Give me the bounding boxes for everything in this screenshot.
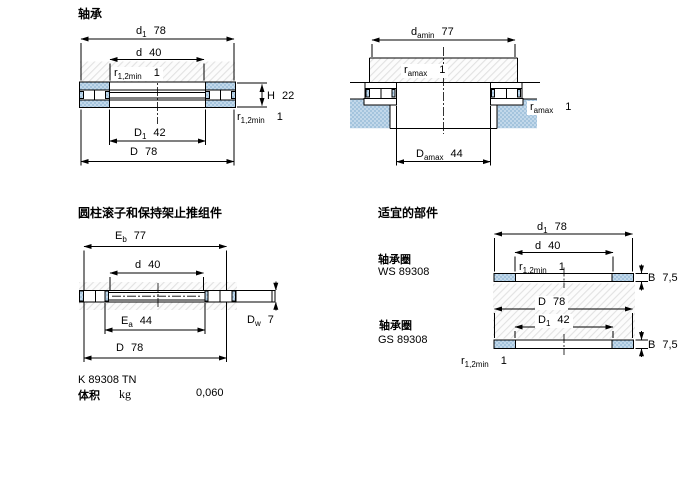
- washer-drawings: [493, 231, 648, 358]
- washer-ws-label: 轴承圈: [378, 253, 411, 266]
- roller-cage-assembly-drawing: [78, 244, 279, 362]
- washer-ws-designation: WS 89308: [378, 265, 430, 278]
- mass-value: 0,060: [196, 387, 224, 399]
- section-title-bearing: 轴承: [78, 7, 103, 21]
- housing-section-left: [350, 99, 390, 129]
- section-title-parts: 适宜的部件: [378, 205, 439, 220]
- bearing-designation: K 89308 TN: [78, 374, 137, 386]
- washer-gs-label: 轴承圈: [379, 320, 412, 332]
- section-title-assembly: 圆柱滚子和保持架止推组件: [78, 205, 223, 220]
- mass-property-label: 体积: [78, 390, 100, 402]
- roller-profile: [235, 290, 276, 303]
- washer-gs-designation: GS 89308: [378, 334, 428, 346]
- bearing-cross-section-drawing: [79, 36, 267, 166]
- mass-unit: kg: [119, 386, 131, 401]
